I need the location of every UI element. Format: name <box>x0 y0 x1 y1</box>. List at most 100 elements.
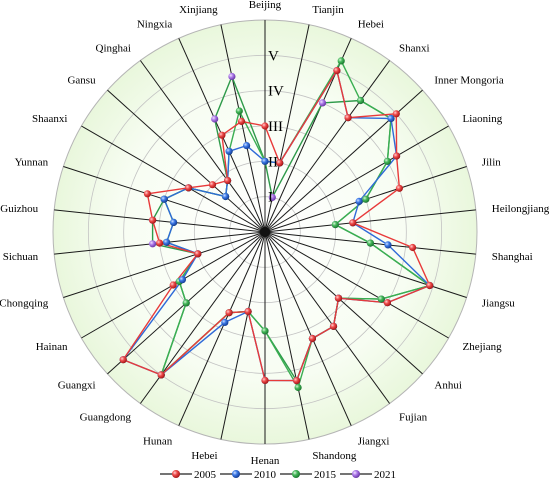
legend-label-2005: 2005 <box>194 469 217 481</box>
series-point-2015 <box>235 107 243 115</box>
series-point-2010 <box>160 195 168 203</box>
category-label: Inner Mongoria <box>434 74 503 86</box>
category-label: Shaanxi <box>32 113 67 125</box>
series-point-2015 <box>331 221 339 229</box>
category-label: Tianjin <box>312 4 344 16</box>
series-point-2010 <box>170 218 178 226</box>
series-point-2005 <box>393 152 401 160</box>
series-point-2015 <box>377 295 385 303</box>
category-label: Jiangxi <box>358 435 390 447</box>
category-label: Shanxi <box>399 43 430 55</box>
radar-series <box>119 57 434 392</box>
ring-label: III <box>268 119 283 135</box>
category-label: Hebei <box>191 450 217 462</box>
series-point-2005 <box>276 159 284 167</box>
ring-label: IV <box>268 84 284 100</box>
category-label: Beijing <box>249 0 282 11</box>
legend-marker-2010 <box>232 470 240 478</box>
series-point-2005 <box>156 239 164 247</box>
series-point-2010 <box>163 238 171 246</box>
series-point-2005 <box>334 294 343 302</box>
series-point-2005 <box>143 190 151 198</box>
series-point-2005 <box>293 377 301 385</box>
radar-spoke <box>220 24 266 233</box>
category-label: Shandong <box>312 450 357 462</box>
category-label: Guangdong <box>80 412 132 424</box>
category-label: Jilin <box>482 157 501 169</box>
category-label: Anhui <box>434 380 462 392</box>
radar-spoke <box>264 231 352 426</box>
category-label: Gansu <box>67 74 96 86</box>
radar-spoke <box>220 231 266 440</box>
radar-spoke <box>81 125 266 233</box>
radar-spoke <box>264 231 449 339</box>
series-point-2005 <box>237 117 246 125</box>
series-point-2005 <box>409 243 417 252</box>
series-point-2005 <box>119 356 127 364</box>
series-point-2015 <box>337 57 345 65</box>
radar-spoke <box>264 231 423 375</box>
series-point-2005 <box>395 184 403 192</box>
series-point-2021 <box>228 72 236 81</box>
legend-label-2021: 2021 <box>374 469 396 481</box>
series-point-2005 <box>426 281 434 290</box>
category-label: Henan <box>251 455 280 467</box>
ring-label: V <box>268 48 279 64</box>
category-label: Liaoning <box>463 113 503 125</box>
category-label: Xinjiang <box>179 4 218 16</box>
series-point-2005 <box>333 67 341 75</box>
radar-spoke <box>139 60 266 233</box>
category-label: Hainan <box>36 341 68 353</box>
ring-label: II <box>268 154 278 170</box>
category-label: Ningxia <box>137 19 173 31</box>
series-point-2005 <box>392 110 400 118</box>
series-point-2005 <box>208 181 217 189</box>
category-label: Jiangsu <box>482 298 516 310</box>
radar-spoke <box>54 209 266 233</box>
category-label: Hunan <box>143 435 173 447</box>
radar-center <box>260 227 270 237</box>
series-point-2015 <box>383 157 391 165</box>
legend-marker-2021 <box>352 470 360 478</box>
series-point-2005 <box>194 250 202 258</box>
series-point-2015 <box>356 96 365 105</box>
series-point-2015 <box>362 195 370 203</box>
radar-spoke <box>63 231 266 298</box>
series-point-2005 <box>157 371 165 379</box>
category-label: Hebei <box>358 19 384 31</box>
series-point-2005 <box>349 219 357 227</box>
series-point-2005 <box>329 322 338 330</box>
series-point-2010 <box>243 142 251 150</box>
ring-label: I <box>268 190 273 206</box>
category-label: Guangxi <box>58 380 96 392</box>
radar-spoke <box>264 231 391 404</box>
series-point-2005 <box>244 307 252 316</box>
category-label: Yunnan <box>15 157 49 169</box>
series-point-2010 <box>261 157 269 165</box>
series-point-2005 <box>308 334 316 343</box>
series-point-2010 <box>355 197 363 205</box>
radar-spoke <box>264 231 310 440</box>
legend-marker-2015 <box>292 470 300 478</box>
radar-spoke <box>264 60 391 233</box>
series-point-2010 <box>225 147 233 155</box>
series-point-2005 <box>169 281 177 289</box>
series-point-2010 <box>384 241 392 249</box>
series-point-2010 <box>178 276 186 284</box>
radar-spoke <box>264 209 476 233</box>
series-point-2015 <box>366 239 374 247</box>
radar-spoke <box>264 125 449 233</box>
series-point-2010 <box>222 192 230 201</box>
series-point-2021 <box>149 240 157 248</box>
series-point-2021 <box>318 99 327 107</box>
series-point-2021 <box>211 115 219 123</box>
series-point-2010 <box>221 318 229 326</box>
category-label: Qinghai <box>96 43 131 55</box>
radar-spoke <box>178 231 266 426</box>
series-point-2021 <box>268 193 276 201</box>
series-point-2015 <box>294 383 302 392</box>
